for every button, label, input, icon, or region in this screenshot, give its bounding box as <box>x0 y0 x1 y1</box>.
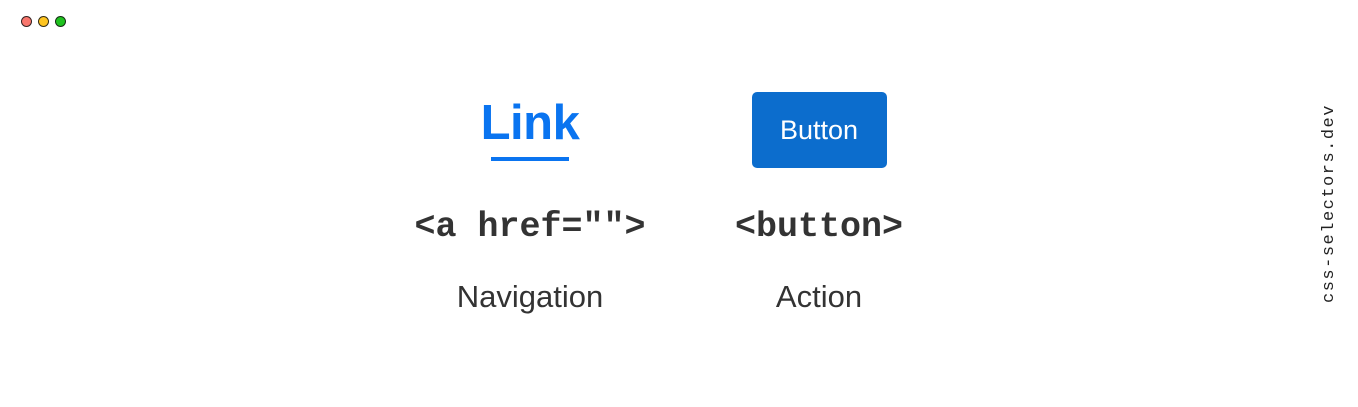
watermark-text: css-selectors.dev <box>1319 104 1339 303</box>
maximize-window-button[interactable] <box>55 16 66 27</box>
link-code-label: <a href=""> <box>414 207 646 247</box>
window-titlebar <box>0 0 1358 44</box>
link-demo-label: Link <box>480 96 580 150</box>
minimize-window-button[interactable] <box>38 16 49 27</box>
button-demo[interactable]: Button <box>751 92 887 168</box>
button-description-label: Action <box>775 279 863 314</box>
link-demo[interactable]: Link <box>481 99 580 161</box>
close-window-button[interactable] <box>21 16 32 27</box>
link-description-label: Navigation <box>456 279 604 314</box>
link-underline <box>490 157 569 161</box>
link-demo-slot: Link <box>380 84 680 176</box>
comparison-column-link: Link <a href=""> Navigation <box>380 84 680 314</box>
button-demo-slot: Button <box>669 84 969 176</box>
button-code-label: <button> <box>734 207 904 247</box>
traffic-light-controls <box>21 16 66 27</box>
comparison-column-button: Button <button> Action <box>669 84 969 312</box>
site-watermark: css-selectors.dev <box>1314 0 1344 407</box>
